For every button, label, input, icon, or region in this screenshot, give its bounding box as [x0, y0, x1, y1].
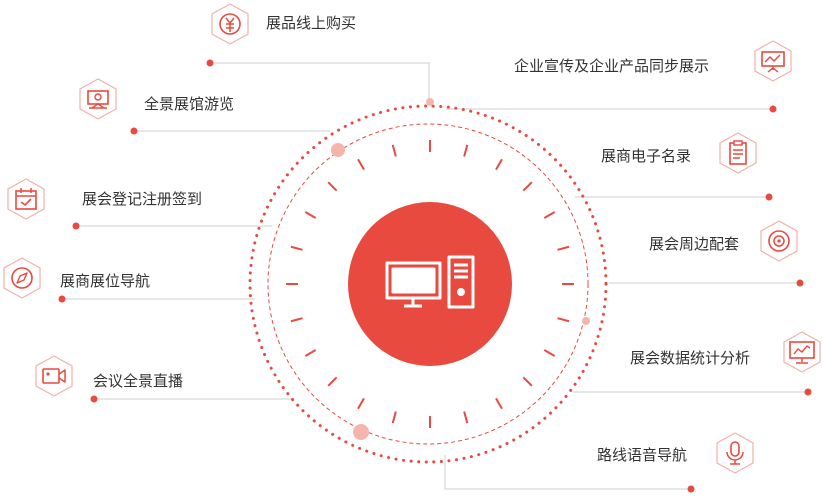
connector-voice [444, 455, 691, 490]
tick-mark [522, 181, 533, 192]
feature-label-live: 会议全景直播 [93, 372, 184, 390]
connector-booth-end-dot [58, 295, 66, 303]
tick-mark [290, 317, 303, 323]
tick-mark [522, 376, 533, 387]
feature-label-register: 展会登记注册签到 [82, 190, 203, 208]
tick-mark [463, 144, 469, 157]
tick-mark [557, 245, 570, 251]
ring-marker-bottom [353, 424, 369, 440]
tick-mark [543, 349, 556, 357]
tick-mark [357, 158, 365, 171]
connector-voice-end-dot [687, 485, 695, 493]
tick-mark [327, 376, 338, 387]
feature-label-tour: 全景展馆游览 [144, 95, 235, 113]
feature-label-buy: 展品线上购买 [266, 14, 357, 32]
computer-icon [385, 255, 475, 309]
yuan-icon [208, 2, 252, 46]
feature-label-promo: 企业宣传及企业产品同步展示 [514, 57, 710, 75]
connector-register-end-dot [72, 222, 80, 230]
panorama-icon [76, 77, 120, 121]
connector-promo-end-dot [769, 105, 777, 113]
feature-label-around: 展会周边配套 [649, 235, 740, 253]
tick-mark [290, 245, 303, 251]
connector-lines [58, 59, 812, 493]
tick-mark [391, 411, 397, 424]
tick-marks [286, 140, 574, 428]
feature-label-list: 展商电子名录 [601, 147, 692, 165]
tick-mark [327, 181, 338, 192]
tick-mark [304, 349, 317, 357]
tick-mark [495, 397, 503, 410]
target-icon [757, 219, 801, 263]
ring-marker-right [582, 317, 590, 325]
connector-buy [210, 62, 430, 102]
tick-mark [557, 317, 570, 323]
outer-dotted-ring [248, 104, 608, 464]
connector-buy-end-dot [206, 59, 214, 67]
tick-mark [304, 211, 317, 219]
connector-tour-end-dot [130, 127, 138, 135]
clipboard-list-icon [716, 131, 760, 175]
microphone-icon [713, 431, 757, 475]
inner-dashed-ring [267, 123, 589, 445]
tick-mark [391, 144, 397, 157]
connector-list-end-dot [765, 193, 773, 201]
video-camera-icon [32, 354, 76, 398]
tick-mark [543, 211, 556, 219]
presentation-board-icon [751, 39, 795, 83]
compass-icon [0, 256, 44, 300]
ring-marker-top-left [331, 143, 345, 157]
tick-mark [495, 158, 503, 171]
ring-marker-top [426, 98, 434, 106]
feature-label-stats: 展会数据统计分析 [630, 349, 751, 367]
tick-mark [357, 397, 365, 410]
connector-around-end-dot [796, 279, 804, 287]
analytics-monitor-icon [780, 330, 823, 374]
calendar-check-icon [4, 177, 48, 221]
connector-live-end-dot [90, 395, 98, 403]
feature-label-voice: 路线语音导航 [597, 446, 688, 464]
feature-label-booth: 展商展位导航 [60, 272, 151, 290]
tick-mark [463, 411, 469, 424]
connector-stats-end-dot [804, 388, 812, 396]
